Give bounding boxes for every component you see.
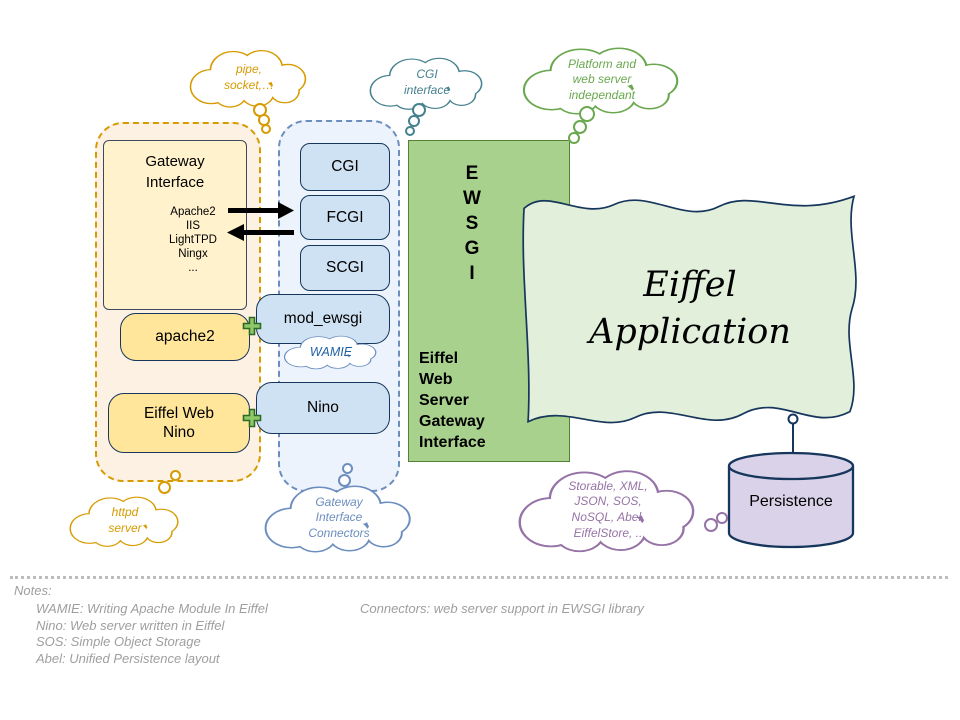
persistence-cylinder xyxy=(727,451,855,549)
thought-bubble xyxy=(573,120,587,134)
cloud-wamie-text: WAMIE xyxy=(309,344,353,359)
eiffel-application-title: Eiffel Application xyxy=(589,265,791,353)
thought-bubble xyxy=(704,518,718,532)
nino-label: Nino xyxy=(307,399,339,417)
note-item: Nino: Web server written in Eiffel xyxy=(36,617,225,633)
cloud-httpd-server-text: httpd server xyxy=(108,505,142,535)
note-item: SOS: Simple Object Storage xyxy=(36,634,201,649)
cloud-pipe-socket: pipe, socket,… xyxy=(186,47,312,109)
arrow-right-icon xyxy=(228,202,294,219)
cloud-httpd-server: httpd server xyxy=(66,494,184,548)
cloud-wamie: WAMIE xyxy=(281,334,381,370)
scgi-label: SCGI xyxy=(326,259,364,277)
thought-bubble xyxy=(158,481,171,494)
thought-bubble xyxy=(408,115,420,127)
thought-bubble xyxy=(568,132,580,144)
cgi-box: CGI xyxy=(300,143,390,191)
thought-bubble xyxy=(261,124,271,134)
thought-bubble xyxy=(579,106,595,122)
cloud-cgi-interface: CGI interface xyxy=(366,55,488,111)
cloud-storable-text: Storable, XML, JSON, SOS, NoSQL, Abel, E… xyxy=(568,478,648,540)
cloud-storable: Storable, XML, JSON, SOS, NoSQL, Abel, E… xyxy=(513,466,703,554)
eiffel-web-nino-label: Eiffel Web Nino xyxy=(143,404,215,441)
data-flow-arrows xyxy=(227,202,294,241)
cloud-gateway-connectors-text: Gateway Interface Connectors xyxy=(308,494,370,540)
thought-bubble xyxy=(170,470,181,481)
ewsgi-label: Eiffel Web Server Gateway Interface xyxy=(419,350,486,451)
apache2-box: apache2 xyxy=(120,313,250,361)
cloud-platform-independent-text: Platform and web server independant xyxy=(567,56,637,102)
ewsgi-acronym: E W S G I xyxy=(463,163,481,284)
persistence-label-text: Persistence xyxy=(749,493,833,510)
cloud-platform-independent: Platform and web server independant xyxy=(518,44,686,116)
note-item: WAMIE: Writing Apache Module In Eiffel xyxy=(36,601,268,616)
gateway-interface-panel: Gateway Interface Apache2 IIS LightTPD N… xyxy=(103,140,247,310)
plug-icon-nino xyxy=(242,408,262,428)
eiffel-web-nino-box: Eiffel Web Nino xyxy=(108,393,250,453)
arrow-left-icon xyxy=(227,224,294,241)
eiffel-application-flag xyxy=(522,194,857,424)
apache2-label: apache2 xyxy=(155,328,215,346)
thought-bubble xyxy=(342,463,353,474)
cloud-pipe-socket-text: pipe, socket,… xyxy=(223,62,274,92)
thought-bubble xyxy=(338,474,351,487)
notes-list: WAMIE: Writing Apache Module In Eiffel N… xyxy=(36,601,268,667)
pin-connector xyxy=(787,413,799,456)
cloud-cgi-interface-text: CGI interface xyxy=(403,67,451,97)
gateway-interface-title: Gateway Interface xyxy=(145,153,205,191)
thought-bubble xyxy=(405,126,415,136)
notes-heading: Notes: xyxy=(14,583,52,598)
gateway-server-list: Apache2 IIS LightTPD Ningx ... xyxy=(169,206,217,274)
cloud-gateway-connectors: Gateway Interface Connectors xyxy=(260,482,418,554)
connectors-note: Connectors: web server support in EWSGI … xyxy=(360,601,644,616)
thought-bubble xyxy=(716,512,728,524)
note-item: Abel: Unified Persistence layout xyxy=(36,650,220,666)
nino-box: Nino xyxy=(256,382,390,434)
cgi-label: CGI xyxy=(331,158,359,176)
fcgi-label: FCGI xyxy=(326,208,364,226)
plug-icon-apache xyxy=(242,316,262,336)
scgi-box: SCGI xyxy=(300,245,390,291)
fcgi-box: FCGI xyxy=(300,195,390,240)
persistence-label: Persistence xyxy=(727,462,855,542)
mod-ewsgi-label: mod_ewsgi xyxy=(283,310,363,328)
notes-separator xyxy=(10,576,948,579)
thought-bubble xyxy=(412,103,426,117)
